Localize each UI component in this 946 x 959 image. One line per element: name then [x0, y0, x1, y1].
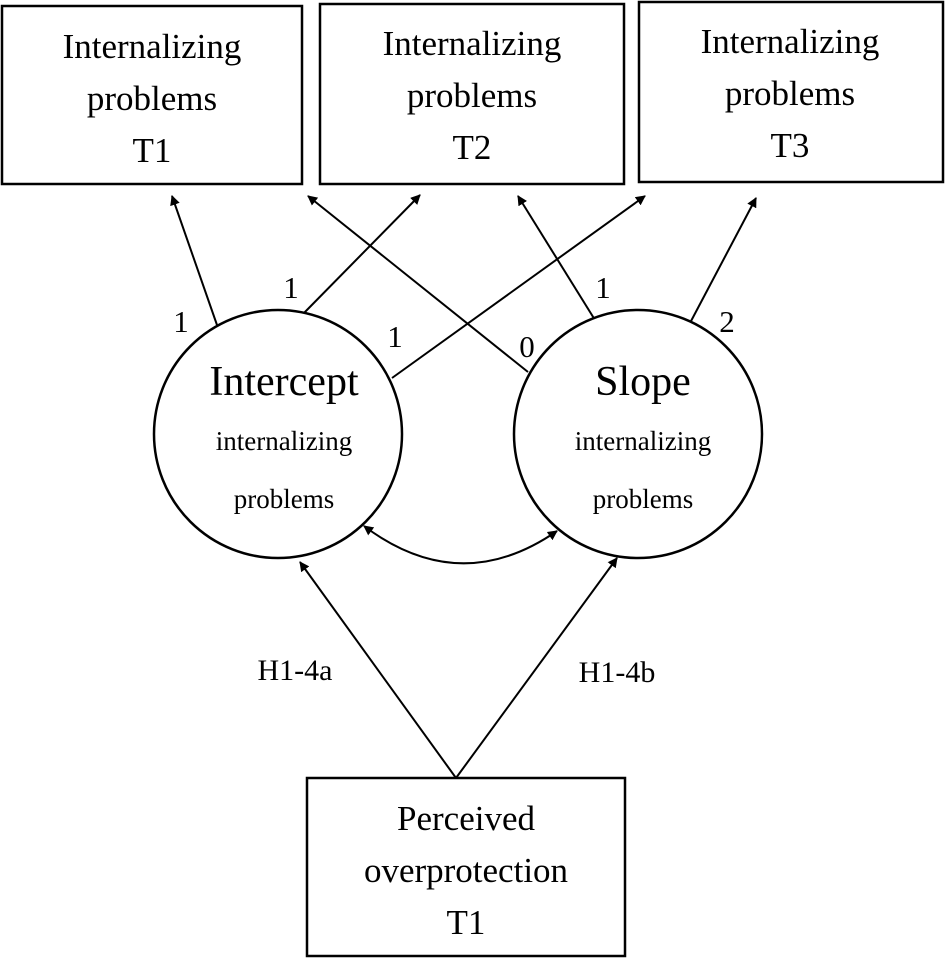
arrow-slope-to-t3 [689, 197, 757, 324]
slope-title: Slope [595, 359, 691, 405]
arrow-predictor-to-slope [455, 557, 618, 779]
intercept-sub-line-1: internalizing [216, 426, 352, 456]
arrow-intercept-to-t2 [301, 194, 421, 316]
intercept-factor-circle [152, 308, 404, 560]
arrow-intercept-to-t3 [391, 195, 646, 379]
box-internalizing-t1 [0, 4, 304, 186]
arrow-intercept-to-t1 [170, 195, 218, 326]
loading-intercept-t2: 1 [283, 270, 299, 305]
box-t3-line-2: problems [725, 74, 855, 113]
predictor-line-1: Perceived [397, 799, 535, 838]
hypothesis-label-a: H1-4a [258, 654, 333, 687]
slope-sub-line-2: problems [593, 484, 694, 514]
predictor-line-3: T1 [447, 903, 486, 942]
slope-sub-line-1: internalizing [575, 426, 711, 456]
box-t2-line-2: problems [407, 76, 537, 115]
box-t1-line-1: Internalizing [63, 27, 242, 66]
box-t1-line-3: T1 [133, 131, 172, 170]
loading-intercept-t1: 1 [173, 304, 189, 339]
covariance-arc [363, 525, 558, 565]
arrow-slope-to-t2 [517, 195, 596, 321]
box-t3-line-3: T3 [771, 126, 810, 165]
box-t1-line-2: problems [87, 79, 217, 118]
loading-slope-t3: 2 [719, 304, 735, 339]
loading-slope-t2: 1 [595, 270, 611, 305]
arrow-predictor-to-intercept [299, 561, 457, 779]
slope-factor-circle [512, 308, 764, 560]
arrow-slope-to-t1 [307, 195, 529, 373]
hypothesis-label-b: H1-4b [579, 656, 656, 689]
box-perceived-overprotection [305, 776, 627, 958]
intercept-sub-line-2: problems [234, 484, 335, 514]
box-internalizing-t2 [318, 2, 626, 186]
box-t3-line-1: Internalizing [701, 22, 880, 61]
box-t2-line-3: T2 [453, 128, 492, 167]
loading-intercept-t3: 1 [387, 319, 403, 354]
box-t2-line-1: Internalizing [383, 24, 562, 63]
predictor-line-2: overprotection [364, 851, 568, 890]
box-internalizing-t3 [637, 0, 945, 184]
intercept-title: Intercept [209, 359, 359, 405]
loading-slope-t1: 0 [519, 329, 535, 364]
